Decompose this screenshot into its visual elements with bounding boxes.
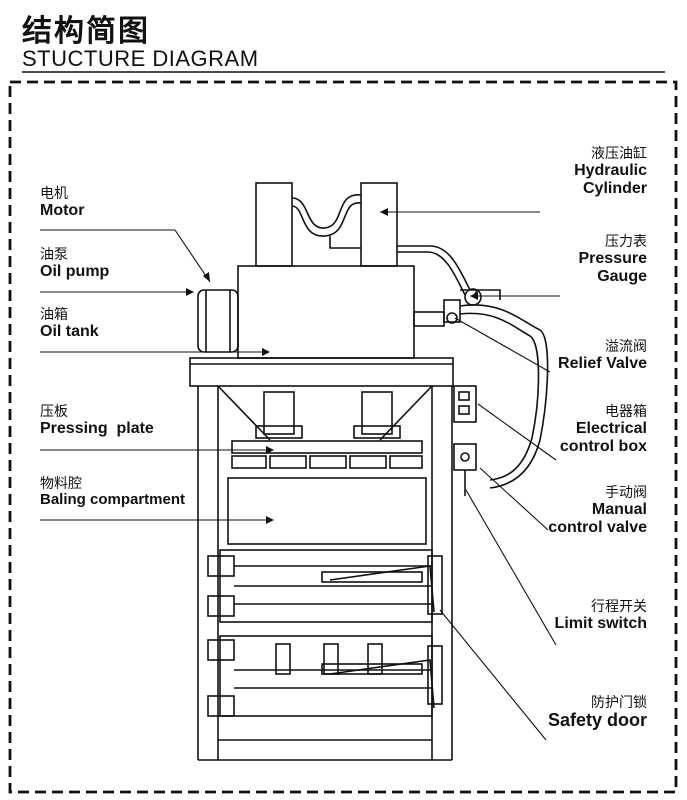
dashed-frame <box>8 80 678 794</box>
pressing-plate <box>231 440 423 454</box>
leader-lines <box>40 211 560 741</box>
page-title-en: STUCTURE DIAGRAM <box>22 46 259 71</box>
label-relief-valve: 溢流阀 Relief Valve <box>558 339 647 373</box>
label-limit-switch: 行程开关 Limit switch <box>554 599 647 633</box>
ram-right <box>361 391 393 435</box>
manual-valve <box>453 443 477 471</box>
relief-valve <box>443 299 461 323</box>
hose-mid <box>329 236 361 249</box>
hose-right-2 <box>397 251 466 296</box>
cylinder-left <box>255 182 293 267</box>
label-pressure-gauge: 压力表 Pressure Gauge <box>578 234 648 285</box>
electrical-box <box>453 385 477 423</box>
motor <box>197 289 239 353</box>
label-pressing-plate: 压板 Pressing plate <box>40 404 154 438</box>
cylinder-right <box>360 182 398 267</box>
label-manual-valve: 手动阀 Manual control valve <box>548 485 647 536</box>
label-oil-tank: 油箱 Oil tank <box>40 307 99 341</box>
hose-top-2 <box>291 202 362 237</box>
label-baling-compartment: 物料腔 Baling compartment <box>40 476 186 509</box>
label-safety-door: 防护门锁 Safety door <box>547 695 647 731</box>
lower-door <box>219 635 433 717</box>
label-electrical-box: 电器箱 Electrical control box <box>559 404 647 455</box>
top-beam <box>189 357 454 387</box>
baling-compartment <box>227 477 427 545</box>
hose-right <box>397 245 471 291</box>
arrowheads <box>186 208 478 524</box>
page-title-cn: 结构简图 <box>22 14 150 49</box>
plate-blocks <box>231 455 423 469</box>
ram-left <box>263 391 295 435</box>
hose-top <box>291 194 362 229</box>
label-motor: 电机 Motor <box>40 186 85 220</box>
label-hydraulic-cylinder: 液压油缸 Hydraulic Cylinder <box>574 146 647 197</box>
relief-hose <box>459 304 549 489</box>
oil-tank <box>237 265 415 359</box>
label-oil-pump: 油泵 Oil pump <box>40 247 110 281</box>
